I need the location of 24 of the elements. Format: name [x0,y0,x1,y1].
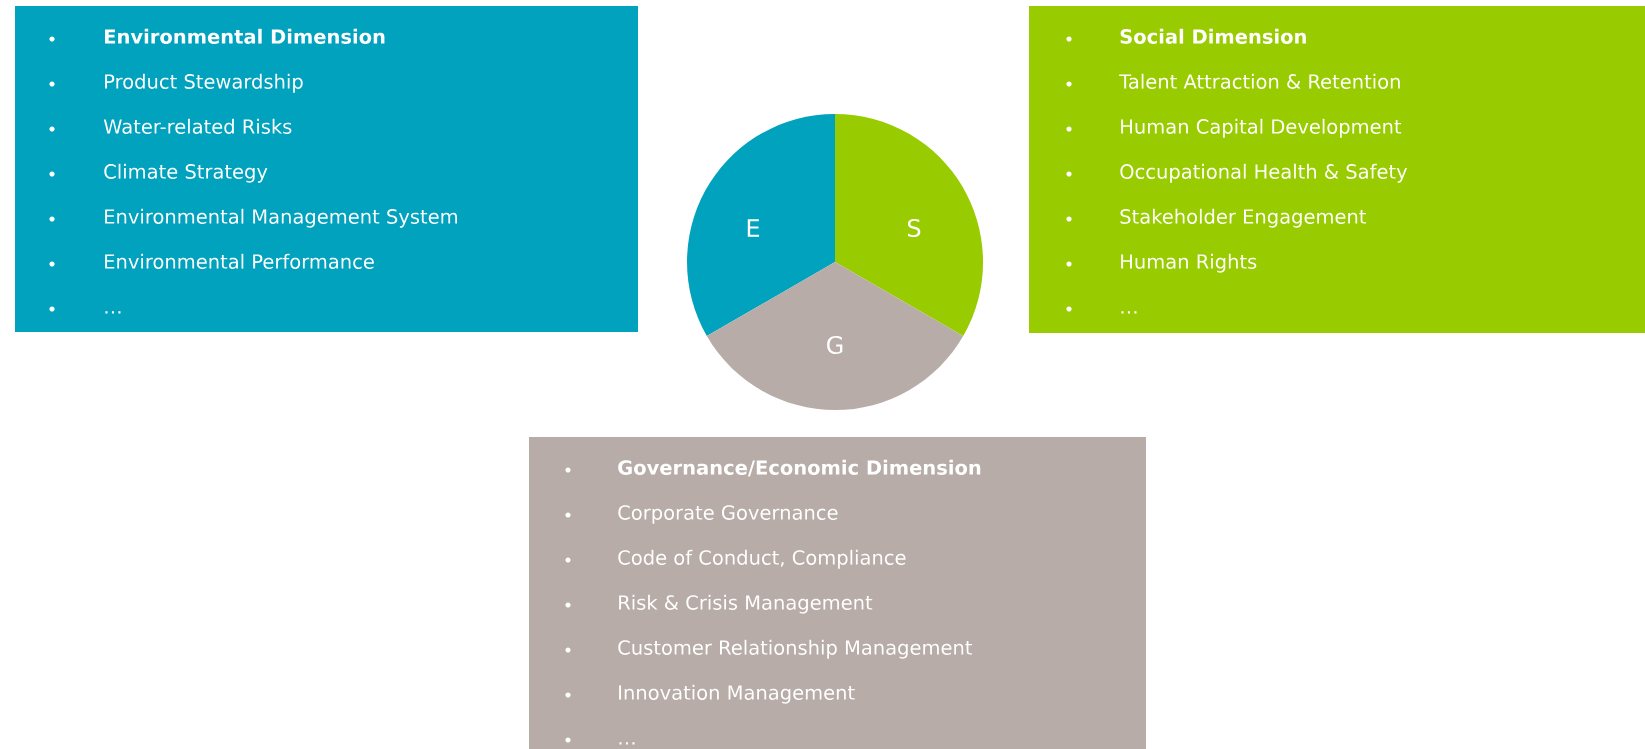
list-item: Stakeholder Engagement [1120,208,1366,228]
list-item: Environmental Performance [105,253,374,269]
pie-sector: E [687,114,835,336]
list-item: Corporate Governance [618,505,838,524]
list-item: Human Rights [1121,253,1257,273]
list-item: … [1121,311,1137,314]
list-item: Product Stewardship [105,73,303,93]
list-item: … [619,742,635,745]
list-item: Occupational Health & Safety [1120,163,1408,183]
list-item: Climate Strategy [104,163,268,183]
list-item: Human Capital Development [1121,118,1402,138]
panel-heading: Social Dimension [1120,28,1306,44]
list-item: Environmental Management System [105,208,457,228]
list-item: Talent Attraction & Retention [1119,73,1400,89]
pie-sector: G [706,262,964,411]
panel-heading: Governance/Economic Dimension [618,459,981,477]
list-item: Customer Relationship Management [618,639,973,659]
list-item: Code of Conduct, Compliance [618,549,906,569]
pie-sector: S [835,114,984,336]
panel-heading: Environmental Dimension [105,28,385,44]
list-item: Innovation Management [619,684,855,704]
list-item: … [105,311,121,314]
list-item: Water-related Risks [103,118,292,134]
list-item: Risk & Crisis Management [619,594,873,614]
